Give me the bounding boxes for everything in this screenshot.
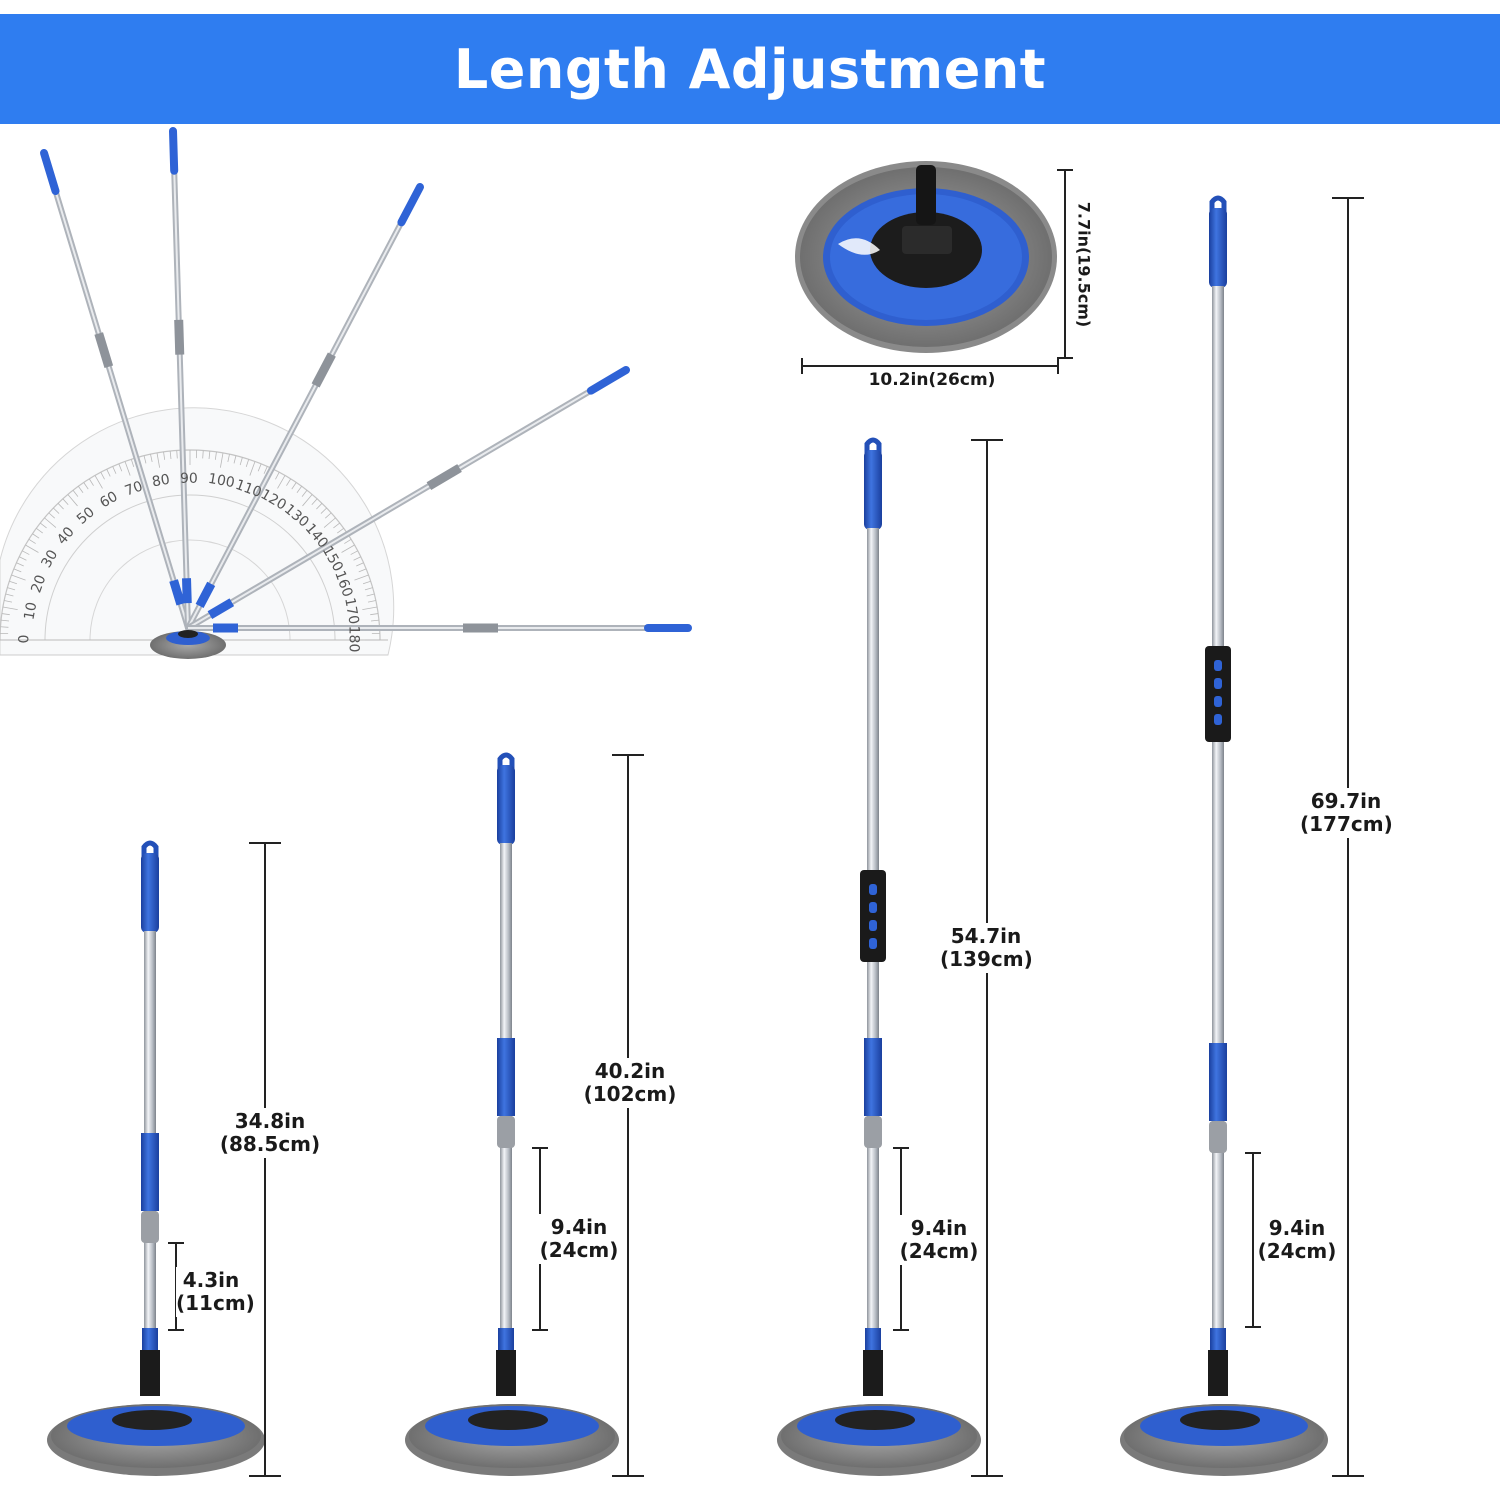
hang-hook [1209,195,1227,212]
gray-collar [864,1116,882,1148]
mop-2-total-cm: (102cm) [583,1082,677,1106]
total-length-dimension [249,842,281,1477]
mop-pad-top-view [795,161,1057,353]
fan-handle [169,127,192,631]
title-banner: Length Adjustment [0,14,1500,124]
pad-height-label: 7.7in(19.5cm) [1074,201,1094,328]
hang-hook [864,437,882,454]
mop-3-section-length: 9.4in (24cm) [898,1215,980,1265]
top-handle-grip [864,450,882,530]
steel-pole [1212,286,1224,1350]
protractor-number: 0 [16,634,33,644]
lock-sleeve [497,1038,515,1116]
gray-collar [141,1211,159,1243]
total-length-dimension [612,754,644,1477]
gray-collar [1209,1121,1227,1153]
mop-3-total-cm: (139cm) [940,947,1033,971]
lock-sleeve [141,1133,159,1211]
mop-1-section-length: 4.3in (11cm) [176,1267,255,1317]
mop-4 [1120,195,1364,1477]
lock-sleeve [864,1038,882,1116]
mop-2-section-cm: (24cm) [539,1238,619,1262]
mop-4-section-cm: (24cm) [1257,1239,1337,1263]
lock-sleeve [1209,1043,1227,1121]
mop-4-section-length: 9.4in (24cm) [1256,1215,1338,1265]
fan-handle [40,149,191,631]
mop-4-total-in: 69.7in [1310,789,1382,813]
mop-1-total-in: 34.8in [234,1109,306,1133]
mop-1 [47,840,281,1477]
mop-2-section-in: 9.4in [550,1215,608,1239]
pad-width-dimension [801,358,1059,374]
swivel-neck [863,1350,883,1396]
page-title: Length Adjustment [453,37,1047,101]
mop-3-total-in: 54.7in [950,924,1022,948]
mop-2-section-length: 9.4in (24cm) [538,1214,620,1264]
top-handle-grip [1209,208,1227,288]
mop-4-total-cm: (177cm) [1300,812,1393,836]
mop-3-section-cm: (24cm) [899,1239,979,1263]
section-length-dimension [1245,1152,1261,1328]
mop-4-section-in: 9.4in [1268,1216,1326,1240]
lower-collar [498,1328,514,1352]
mop-2-total-length: 40.2in (102cm) [580,1058,680,1108]
lower-collar [865,1328,881,1352]
mop-2-total-in: 40.2in [594,1059,666,1083]
pad-width-label: 10.2in(26cm) [868,370,996,390]
protractor-number: 180 [345,625,362,653]
foam-grip [860,870,886,962]
hang-hook [497,752,515,769]
mop-3-total-length: 54.7in (139cm) [940,923,1033,973]
top-handle-grip [141,853,159,933]
protractor-diagram [0,407,395,656]
mop-3 [777,437,1003,1477]
mop-1-total-cm: (88.5cm) [219,1132,321,1156]
mop-1-section-in: 4.3in [182,1268,240,1292]
mop-1-total-length: 34.8in (88.5cm) [215,1108,325,1158]
mop-1-section-cm: (11cm) [176,1291,255,1315]
mop-2 [405,752,644,1477]
lower-collar [1210,1328,1226,1352]
hang-hook [141,840,159,857]
foam-grip [1205,646,1231,742]
mop-3-section-in: 9.4in [910,1216,968,1240]
swivel-neck [496,1350,516,1396]
swivel-neck [1208,1350,1228,1396]
fan-handle [185,183,424,631]
swivel-neck [140,1350,160,1396]
gray-collar [497,1116,515,1148]
lower-collar [142,1328,158,1352]
protractor-number: 90 [180,471,198,487]
angle-fan-handles [40,127,692,659]
mop-4-total-length: 69.7in (177cm) [1300,788,1393,838]
fan-handle [185,366,630,631]
top-handle-grip [497,765,515,845]
pad-height-dimension [1057,169,1073,359]
